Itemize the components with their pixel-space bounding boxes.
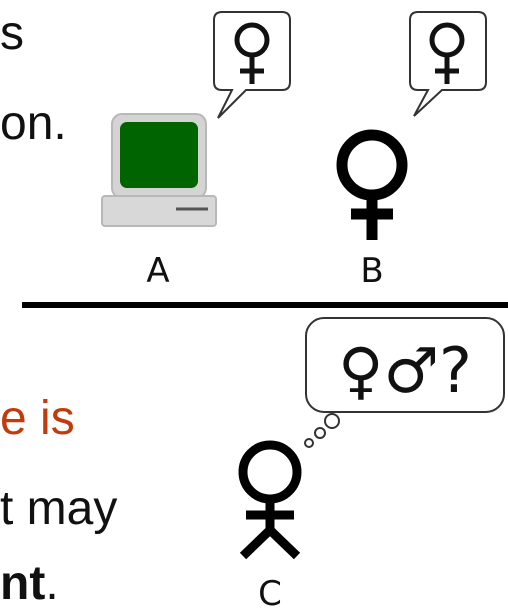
female-symbol-icon (336, 129, 408, 240)
label-b: B (360, 251, 383, 291)
stick-figure-female-icon (238, 440, 302, 560)
female-symbol-icon (234, 22, 270, 84)
speech-bubble-b (409, 11, 487, 117)
speech-bubble-a (213, 11, 291, 119)
text-line-1: s (0, 7, 24, 60)
text-line-2: on. (0, 97, 67, 150)
text-line-5-bold: nt (0, 557, 46, 610)
thought-bubble-text: ♀♂? (338, 334, 472, 407)
label-c: C (258, 574, 282, 611)
text-line-4: t may (0, 482, 118, 535)
thought-bubble-c: ♀♂? (304, 317, 505, 448)
text-line-5-period: . (45, 557, 59, 610)
computer-icon (101, 113, 217, 227)
female-symbol-icon (429, 22, 465, 84)
text-line-3: e is (0, 392, 75, 445)
label-a: A (146, 251, 169, 291)
text-line-5: nt. (0, 560, 59, 608)
